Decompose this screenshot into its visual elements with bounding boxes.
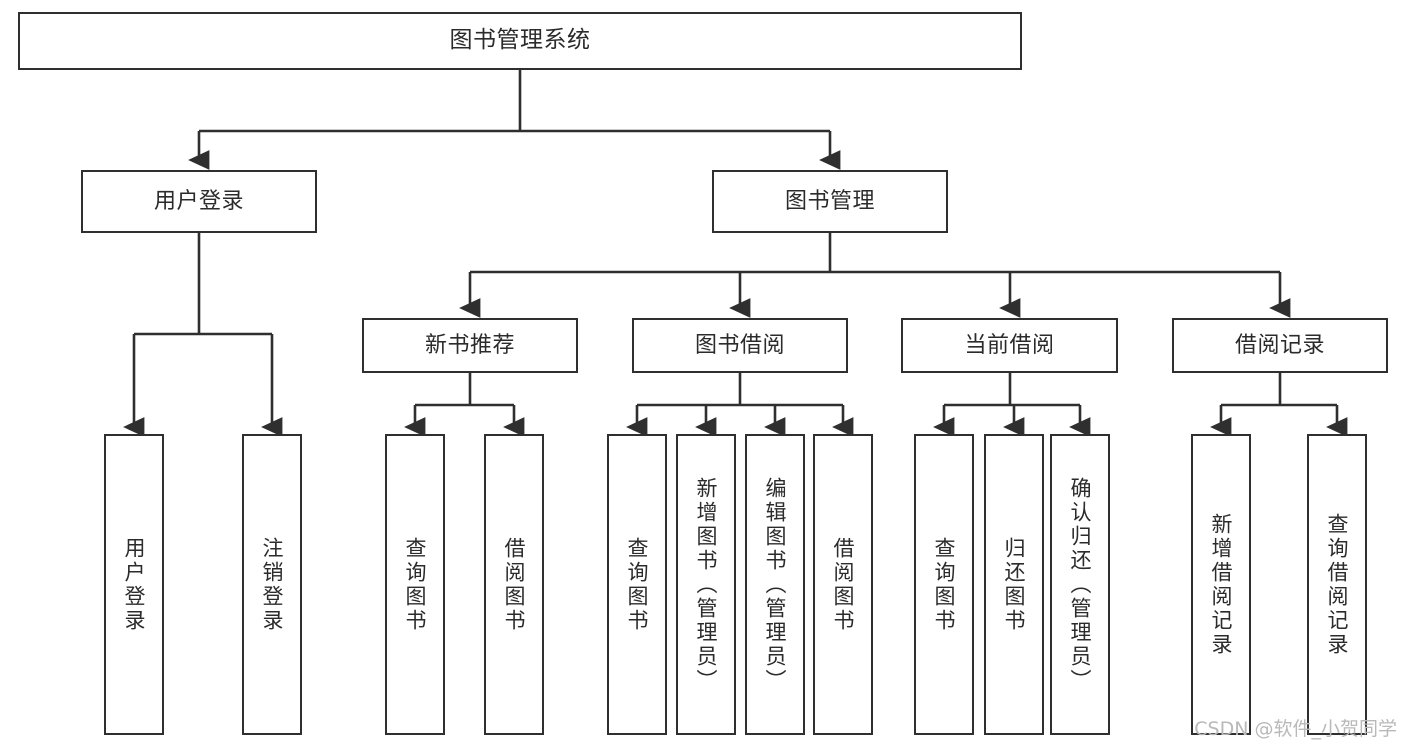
leaf-user-login-login[interactable]: 用户登录 bbox=[104, 434, 164, 735]
leaf-current-confirm-return[interactable]: 确认归还（管理员） bbox=[1050, 434, 1110, 735]
node-book-borrow[interactable]: 图书借阅 bbox=[632, 318, 848, 373]
node-borrow-record[interactable]: 借阅记录 bbox=[1172, 318, 1388, 373]
leaf-record-add-record[interactable]: 新增借阅记录 bbox=[1191, 434, 1251, 735]
leaf-current-return-book[interactable]: 归还图书 bbox=[984, 434, 1044, 735]
node-label: 借阅图书 bbox=[831, 536, 856, 633]
node-root-system[interactable]: 图书管理系统 bbox=[18, 12, 1022, 70]
leaf-borrow-edit-book[interactable]: 编辑图书（管理员） bbox=[745, 434, 805, 735]
leaf-borrow-borrow-book[interactable]: 借阅图书 bbox=[813, 434, 873, 735]
node-label: 查询图书 bbox=[403, 536, 428, 633]
node-current-borrow[interactable]: 当前借阅 bbox=[901, 318, 1118, 373]
watermark: CSDN @软件_小贺同学 bbox=[1194, 718, 1397, 740]
node-label: 查询图书 bbox=[932, 536, 957, 633]
node-label: 借阅记录 bbox=[1234, 332, 1325, 358]
node-label: 归还图书 bbox=[1002, 536, 1027, 633]
node-label: 用户登录 bbox=[122, 536, 147, 633]
node-label: 图书管理系统 bbox=[449, 27, 591, 54]
leaf-recommend-borrow-book[interactable]: 借阅图书 bbox=[484, 434, 544, 735]
leaf-current-query-book[interactable]: 查询图书 bbox=[914, 434, 974, 735]
leaf-record-query-record[interactable]: 查询借阅记录 bbox=[1307, 434, 1367, 735]
leaf-borrow-query-book[interactable]: 查询图书 bbox=[607, 434, 667, 735]
node-label: 图书管理 bbox=[784, 188, 875, 214]
node-book-management[interactable]: 图书管理 bbox=[712, 170, 948, 233]
node-label: 新增图书（管理员） bbox=[694, 476, 719, 693]
leaf-borrow-add-book[interactable]: 新增图书（管理员） bbox=[676, 434, 736, 735]
node-label: 用户登录 bbox=[153, 188, 244, 214]
node-label: 图书借阅 bbox=[694, 332, 785, 358]
node-new-book-recommend[interactable]: 新书推荐 bbox=[362, 318, 578, 373]
node-label: 新增借阅记录 bbox=[1209, 512, 1234, 657]
node-label: 查询借阅记录 bbox=[1325, 512, 1350, 657]
node-label: 查询图书 bbox=[625, 536, 650, 633]
node-label: 确认归还（管理员） bbox=[1068, 476, 1093, 693]
leaf-recommend-query-book[interactable]: 查询图书 bbox=[385, 434, 445, 735]
node-label: 借阅图书 bbox=[502, 536, 527, 633]
node-label: 新书推荐 bbox=[424, 332, 515, 358]
node-label: 注销登录 bbox=[260, 536, 285, 633]
node-user-login[interactable]: 用户登录 bbox=[81, 170, 317, 233]
leaf-user-login-logout[interactable]: 注销登录 bbox=[242, 434, 302, 735]
node-label: 编辑图书（管理员） bbox=[763, 476, 788, 693]
node-label: 当前借阅 bbox=[964, 332, 1055, 358]
